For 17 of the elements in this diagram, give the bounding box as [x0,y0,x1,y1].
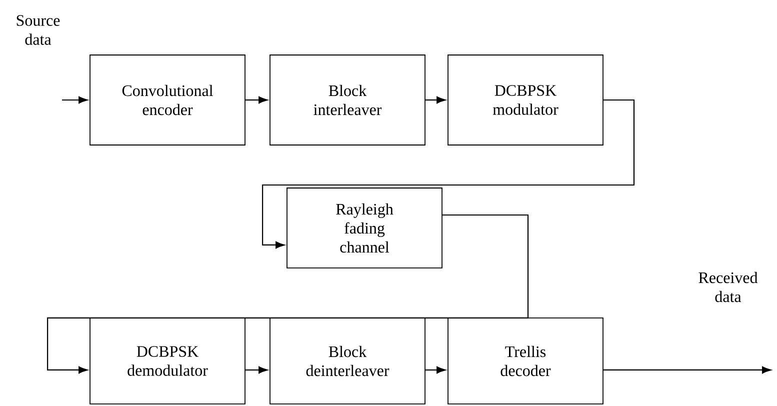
arrow [425,96,446,104]
process-box: Block deinterleaver [270,318,426,404]
arrow [62,96,88,104]
process-box: Convolutional encoder [90,54,246,146]
process-box: DCBPSK modulator [448,54,604,146]
process-box: Trellis decoder [448,318,604,404]
arrow [262,99,635,249]
arrow [603,366,772,374]
arrow [245,96,268,104]
process-box: Block interleaver [270,54,426,146]
arrow [47,214,529,374]
arrow [245,366,268,374]
io-label: Source data [16,15,60,45]
process-box: Rayleigh fading channel [286,188,442,268]
io-label: Received data [698,272,758,302]
process-box: DCBPSK demodulator [90,318,246,404]
arrow [425,366,446,374]
